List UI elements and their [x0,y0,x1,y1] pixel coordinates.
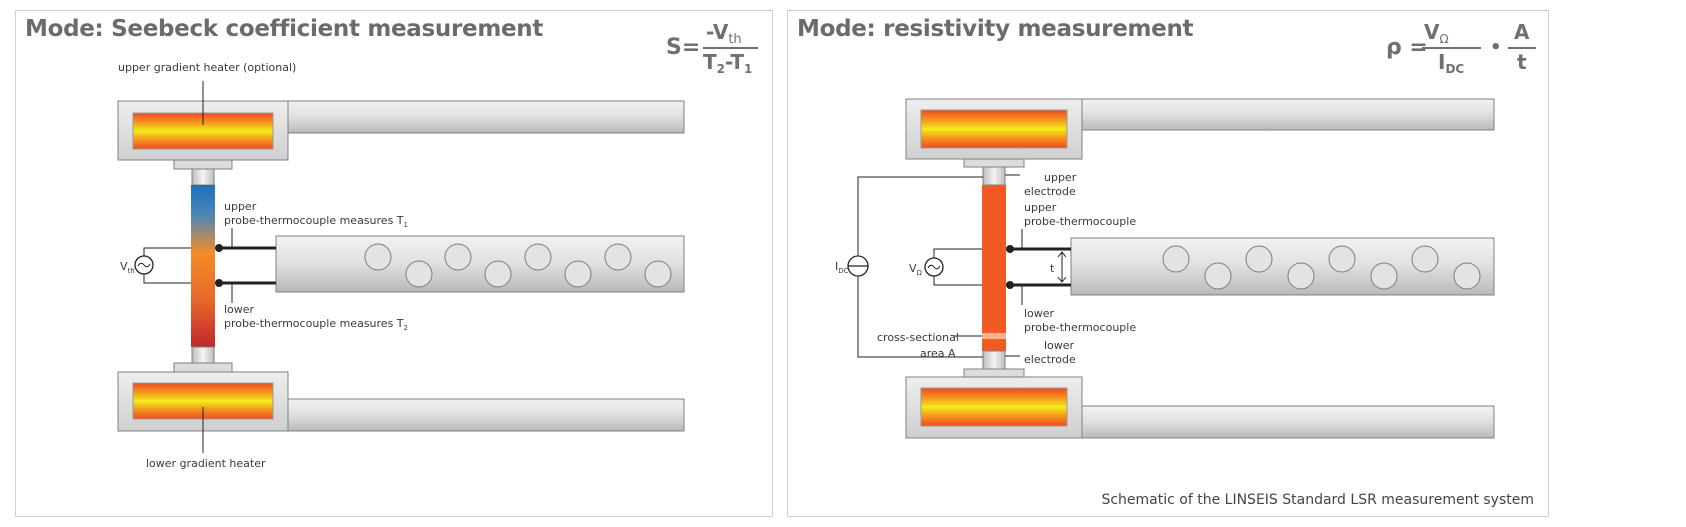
formula-numerator: VΩ [1424,20,1449,46]
lower-tc-label-2: probe-thermocouple measures T2 [224,317,408,332]
lower-bar [1081,405,1495,439]
formula-denominator: IDC [1438,50,1464,76]
resistivity-formula: ρ = VΩ IDC • A t [1386,20,1536,76]
cross-section-band [982,333,1006,339]
upper-bar [1081,98,1495,131]
voltmeter-label: Vth [120,260,135,275]
lower-electrode-label-1: lower [1044,339,1075,352]
lower-tc-label-2: probe-thermocouple [1024,321,1136,334]
upper-heater-label: upper gradient heater (optional) [118,61,296,74]
lower-electrode-label-2: electrode [1024,353,1076,366]
lower-flange [963,368,1025,378]
probe-tube-holes [364,243,672,288]
probe-hole [1453,262,1481,290]
figure-caption: Schematic of the LINSEIS Standard LSR me… [1101,492,1534,508]
upper-heater-element [920,109,1068,149]
voltmeter-icon-wave [137,262,151,268]
resistivity-title: Mode: resistivity measurement [797,16,1194,42]
formula-lhs: S= [666,35,700,60]
upper-flange [173,159,233,170]
formula-dot: • [1490,37,1502,58]
resistivity-sample [982,185,1006,335]
lower-tc-label-1: lower [224,303,255,316]
seebeck-formula: S= -Vth T2-T1 [666,20,758,76]
probe-hole [1245,245,1273,273]
resistivity-panel: Mode: resistivity measurement [787,10,1549,517]
lower-electrode [982,350,1006,370]
lower-heater-element [920,387,1068,427]
thickness-arrow-head-down [1057,276,1067,283]
lower-thermocouple-contact [1006,281,1014,289]
seebeck-panel: Mode: Seebeck coefficient measurement [15,10,773,517]
probe-hole [1287,262,1315,290]
formula-numerator: -Vth [706,20,742,47]
upper-thermocouple-contact [1006,245,1014,253]
upper-electrode [982,166,1006,186]
probe-hole [1204,262,1232,290]
probe-hole [524,243,552,271]
probe-hole [364,243,392,271]
lower-thermocouple-contact [215,279,223,287]
cross-section-label-1: cross-sectional [877,331,959,344]
upper-flange [963,158,1025,168]
upper-tc-label-1: upper [224,200,257,213]
seebeck-schematic: S= -Vth T2-T1 [117,20,758,470]
upper-tc-label-1: upper [1024,201,1057,214]
formula-area: A [1514,20,1530,44]
probe-hole [444,243,472,271]
probe-hole [1328,245,1356,273]
lower-stem [191,346,215,364]
lower-heater-label: lower gradient heater [146,457,266,470]
lower-flange [173,362,233,373]
probe-hole [484,260,512,288]
lower-tc-label-1: lower [1024,307,1055,320]
lower-bar [287,398,685,432]
upper-tc-label-2: probe-thermocouple measures T1 [224,214,408,229]
probe-hole [564,260,592,288]
seebeck-sample [191,185,215,347]
upper-electrode-label-2: electrode [1024,185,1076,198]
probe-hole [644,260,672,288]
probe-tube-holes [1162,245,1481,290]
seebeck-title: Mode: Seebeck coefficient measurement [25,16,544,42]
voltmeter-icon-wave [927,264,941,270]
upper-electrode-label-1: upper [1044,171,1077,184]
current-source-label: IDC [835,260,849,275]
upper-tc-label-2: probe-thermocouple [1024,215,1136,228]
cross-section-label-2: area A [920,347,956,360]
formula-rho: ρ = [1386,35,1428,60]
resistivity-sample-lower [982,339,1006,351]
probe-hole [405,260,433,288]
probe-hole [1162,245,1190,273]
probe-hole [1370,262,1398,290]
current-source-circuit [857,176,983,358]
probe-hole [604,243,632,271]
upper-stem [191,168,215,186]
thickness-arrow-head-up [1057,251,1067,258]
resistivity-schematic: ρ = VΩ IDC • A t [835,20,1536,439]
upper-bar [287,100,685,134]
probe-hole [1411,245,1439,273]
thickness-label: t [1050,262,1055,275]
formula-thickness: t [1517,50,1527,74]
upper-thermocouple-contact [215,244,223,252]
voltmeter-label: VΩ [909,262,923,277]
formula-denominator: T2-T1 [703,50,752,76]
